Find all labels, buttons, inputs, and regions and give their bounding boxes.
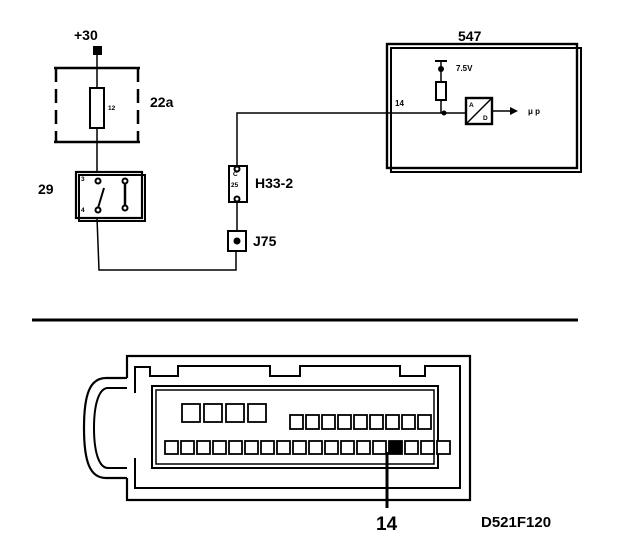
cavity-middle	[385, 414, 400, 430]
cavity-bottom	[244, 440, 259, 455]
relay-switch-arm	[97, 187, 105, 209]
fuse-element	[89, 87, 105, 129]
h33-pin-mid: 25	[231, 182, 239, 189]
connector-h33-2: C 25	[228, 165, 248, 203]
connector-face-view	[82, 354, 472, 508]
cavity-bottom	[228, 440, 243, 455]
cavity-bottom	[340, 440, 355, 455]
cavity-large	[247, 403, 267, 423]
cavity-middle	[369, 414, 384, 430]
relay-contact-bottom	[94, 206, 102, 214]
splice-ref: J75	[253, 233, 277, 249]
cavity-large	[225, 403, 245, 423]
cavity-bottom	[164, 440, 179, 455]
cavity-bottom	[260, 440, 275, 455]
relay-ref: 29	[38, 181, 54, 197]
cavity-middle	[401, 414, 416, 430]
cavity-bottom	[308, 440, 323, 455]
cavity-middle	[321, 414, 336, 430]
relay-contact-top	[94, 177, 102, 185]
cavity-bottom	[180, 440, 195, 455]
relay-29: 3 4	[74, 170, 146, 222]
supply-label: +30	[74, 27, 98, 43]
cavity-bottom	[356, 440, 371, 455]
relay-coil-bottom	[121, 204, 129, 212]
cavity-bottom	[372, 440, 387, 455]
module-pin: 14	[395, 99, 404, 108]
cavity-middle	[305, 414, 320, 430]
cavity-middle	[353, 414, 368, 430]
wire-relay-splice	[96, 217, 237, 271]
cavity-bottom	[196, 440, 211, 455]
relay-pin-top: 3	[81, 176, 85, 183]
connector-h33-ref: H33-2	[255, 175, 293, 191]
callout-pin-label: 14	[376, 514, 398, 535]
cavity-bottom	[276, 440, 291, 455]
cavity-middle	[289, 414, 304, 430]
module-ref: 547	[458, 28, 482, 44]
module-voltage: 7.5V	[456, 64, 473, 73]
fuse-number: 12	[108, 105, 116, 112]
figure-code: D521F120	[481, 514, 551, 531]
h33-pin-top: C	[233, 171, 238, 178]
cavity-highlighted	[388, 440, 403, 455]
cavity-large	[181, 403, 201, 423]
cavity-middle	[337, 414, 352, 430]
output-arrow	[510, 107, 518, 115]
module-547: 14 7.5V A D μ p	[385, 42, 582, 173]
module-output: μ p	[528, 107, 540, 116]
splice-j75	[227, 230, 247, 252]
cavity-bottom	[292, 440, 307, 455]
cavity-bottom	[436, 440, 451, 455]
converter-d: D	[483, 115, 488, 122]
cavity-bottom	[324, 440, 339, 455]
wire-h33-module	[236, 112, 444, 166]
supply-terminal	[93, 46, 102, 55]
cavity-middle	[417, 414, 432, 430]
cavity-bottom	[404, 440, 419, 455]
relay-pin-bottom: 4	[81, 207, 85, 214]
converter-a: A	[469, 102, 474, 109]
pullup-resistor	[435, 81, 447, 101]
cavity-large	[203, 403, 223, 423]
cavity-bottom	[420, 440, 435, 455]
fuse-ref: 22a	[150, 94, 174, 110]
cavity-bottom	[212, 440, 227, 455]
relay-coil-top	[121, 177, 129, 185]
